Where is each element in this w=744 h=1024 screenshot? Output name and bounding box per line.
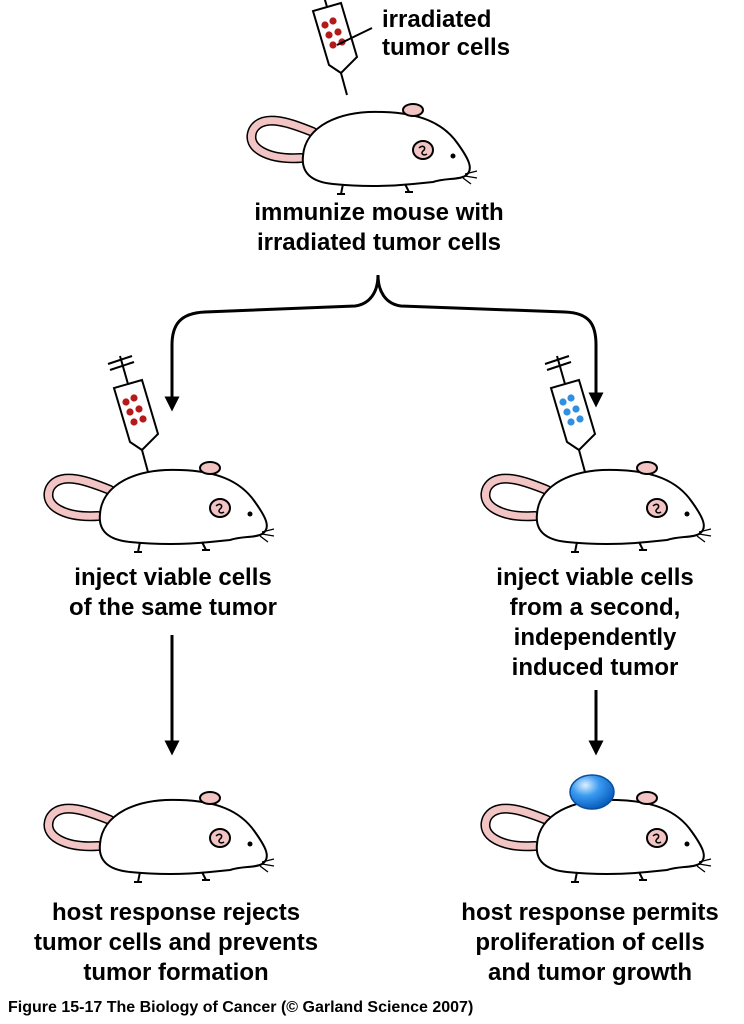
left-injection-line: of the same tumor: [68, 594, 278, 621]
left-outcome-line: tumor cells and prevents: [33, 929, 319, 956]
step1-line: irradiated tumor cells: [256, 229, 502, 256]
step1-line: immunize mouse with: [254, 199, 504, 226]
syringe-label-leader: [336, 27, 373, 46]
top-mouse: [251, 104, 477, 194]
same-tumor-cell-dots: [122, 394, 147, 426]
tumor-growth: [569, 774, 615, 810]
left-injection-label: inject viable cells of the same tumor: [30, 563, 316, 623]
right-outcome-line: host response permits: [461, 899, 719, 926]
right-injection-line: from a second,: [509, 594, 681, 621]
right-injection-line: induced tumor: [511, 654, 679, 681]
left-outcome-line: tumor formation: [83, 959, 269, 986]
left-syringe: [107, 355, 159, 473]
figure-caption: Figure 15-17 The Biology of Cancer (© Ga…: [8, 999, 474, 1016]
left-injection-line: inject viable cells: [74, 564, 272, 591]
syringe-label: irradiated tumor cells: [382, 6, 510, 62]
second-tumor-cell-dots: [559, 394, 584, 426]
right-outcome-line: proliferation of cells: [475, 929, 705, 956]
right-outcome-line: and tumor growth: [488, 959, 692, 986]
right-injection-line: independently: [513, 624, 677, 651]
left-outcome-label: host response rejects tumor cells and pr…: [14, 898, 338, 988]
left-mouse-injected: [48, 462, 274, 552]
right-mouse-injected: [485, 462, 711, 552]
syringe-label-line: irradiated: [382, 6, 492, 33]
syringe-label-line: tumor cells: [382, 34, 511, 61]
branch-brace: [170, 274, 596, 400]
left-outcome-line: host response rejects: [51, 899, 301, 926]
right-injection-label: inject viable cells from a second, indep…: [452, 563, 738, 683]
top-syringe: [306, 0, 358, 96]
right-injection-line: inject viable cells: [496, 564, 694, 591]
right-outcome-label: host response permits proliferation of c…: [440, 898, 740, 988]
left-mouse-outcome: [48, 792, 274, 882]
right-syringe: [544, 355, 596, 473]
step1-label: immunize mouse with irradiated tumor cel…: [236, 198, 522, 258]
